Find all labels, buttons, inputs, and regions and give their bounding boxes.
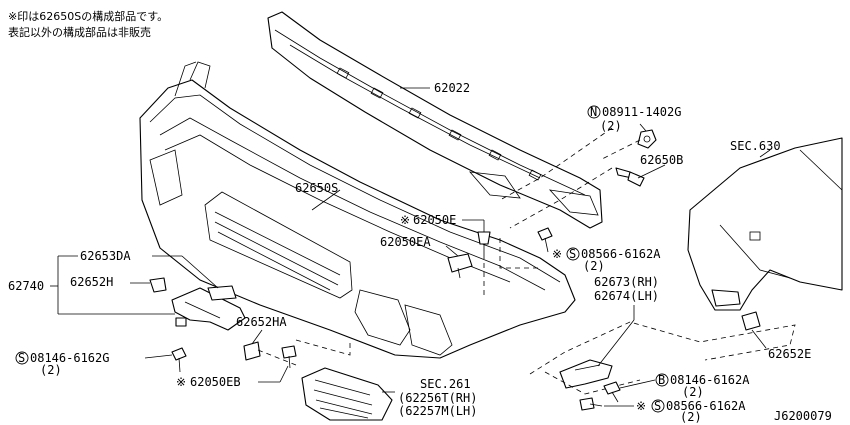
callout-sec630: SEC.630 — [730, 139, 781, 158]
bolt-08146b-drawing — [603, 381, 621, 403]
callout-62050EB: ※ 62050EB — [176, 365, 289, 389]
note-not-sold-separately: 表記以外の構成部品は非販売 — [8, 25, 151, 39]
label-08146g-qty: (2) — [40, 363, 62, 377]
screw-08566b-drawing — [579, 397, 603, 411]
bolt-62650B-drawing — [615, 167, 645, 187]
label-62652H: 62652H — [70, 275, 113, 289]
label-08566a-code: 08566-6162A — [581, 247, 661, 261]
callout-62673-62674: 62673(RH) 62674(LH) — [594, 275, 659, 367]
bolt-08146g-drawing — [171, 347, 187, 373]
clip-62050EB-drawing — [281, 345, 297, 369]
label-62050EA: 62050EA — [380, 235, 431, 249]
s-symbol-icon — [566, 247, 580, 261]
callout-62050E: ※ 62050E — [400, 213, 485, 232]
callout-62650B: 62650B — [637, 153, 683, 179]
label-sec261: SEC.261 — [420, 377, 471, 391]
clip-62652E-drawing — [711, 289, 761, 331]
label-08911-1402G: 08911-1402G — [602, 105, 681, 119]
label-62050EB: 62050EB — [190, 375, 241, 389]
clip-62050EA-drawing — [447, 253, 473, 279]
label-62652E: 62652E — [768, 347, 811, 361]
callout-sec261: SEC.261 (62256T(RH) (62257M(LH) — [382, 377, 477, 418]
s-symbol-icon — [15, 351, 29, 365]
pad-62653DA-drawing — [207, 285, 237, 301]
note-component-marker: ※印は62650Sの構成部品です。 — [8, 9, 168, 23]
callout-group-62740: 62653DA 62740 62652H — [8, 249, 219, 315]
label-62022: 62022 — [434, 81, 470, 95]
bumper-reinforcement-drawing — [267, 11, 603, 229]
label-08566a-marker: ※ — [552, 247, 562, 261]
label-08146g-code: 08146-6162G — [30, 351, 109, 365]
callout-62050EA: 62050EA — [380, 235, 459, 257]
label-62257M: (62257M(LH) — [398, 404, 477, 418]
label-08566b-marker: ※ — [636, 399, 646, 413]
svg-text:B: B — [658, 373, 665, 387]
label-62650B: 62650B — [640, 153, 683, 167]
label-08566b-code: 08566-6162A — [666, 399, 746, 413]
svg-text:S: S — [654, 399, 661, 413]
callout-08911-1402G: N 08911-1402G (2) — [587, 105, 681, 133]
svg-text:S: S — [18, 351, 25, 365]
fender-sec630-drawing — [687, 137, 843, 311]
nut-08911-drawing — [637, 129, 657, 149]
label-62740: 62740 — [8, 279, 44, 293]
callout-08146-6162A: B 08146-6162A (2) — [619, 373, 750, 399]
clip-62050E-drawing — [477, 231, 491, 254]
fog-lamp-bezel-drawing — [301, 367, 393, 421]
label-62050EB-marker: ※ — [176, 375, 186, 389]
diagram-code: J6200079 — [774, 409, 832, 423]
s-symbol-icon — [651, 399, 665, 413]
label-62050E-marker: ※ — [400, 213, 410, 227]
label-62650S: 62650S — [295, 181, 338, 195]
clip-62652HA-drawing — [243, 341, 261, 361]
callout-62022: 62022 — [400, 81, 470, 95]
svg-text:N: N — [590, 105, 597, 119]
callout-62650S: 62650S — [295, 181, 341, 211]
label-08146b-code: 08146-6162A — [670, 373, 750, 387]
label-62652HA: 62652HA — [236, 315, 287, 329]
n-symbol-icon — [587, 105, 601, 119]
label-08146b-qty: (2) — [682, 385, 704, 399]
label-sec630: SEC.630 — [730, 139, 781, 153]
callout-62652HA: 62652HA — [236, 315, 287, 345]
callout-08146-6162G: S 08146-6162G (2) — [15, 351, 173, 377]
screw-08566a-drawing — [537, 227, 553, 253]
clip-62652H-drawing — [149, 277, 167, 293]
bracket-62673-drawing — [559, 359, 613, 389]
callout-62652E: 62652E — [751, 329, 811, 361]
label-62673: 62673(RH) — [594, 275, 659, 289]
label-62674: 62674(LH) — [594, 289, 659, 303]
svg-text:S: S — [569, 247, 576, 261]
label-62653DA: 62653DA — [80, 249, 131, 263]
label-62256T: (62256T(RH) — [398, 391, 477, 405]
b-symbol-icon — [655, 373, 669, 387]
label-08566b-qty: (2) — [680, 410, 702, 424]
bracket-62740-drawing — [171, 287, 246, 331]
callout-08566-6162A-top: ※ S 08566-6162A (2) — [552, 247, 661, 273]
label-08911-qty: (2) — [600, 119, 622, 133]
callout-08566-6162A-bottom: ※ S 08566-6162A (2) — [604, 399, 746, 424]
label-62050E: 62050E — [413, 213, 456, 227]
label-08566a-qty: (2) — [583, 259, 605, 273]
